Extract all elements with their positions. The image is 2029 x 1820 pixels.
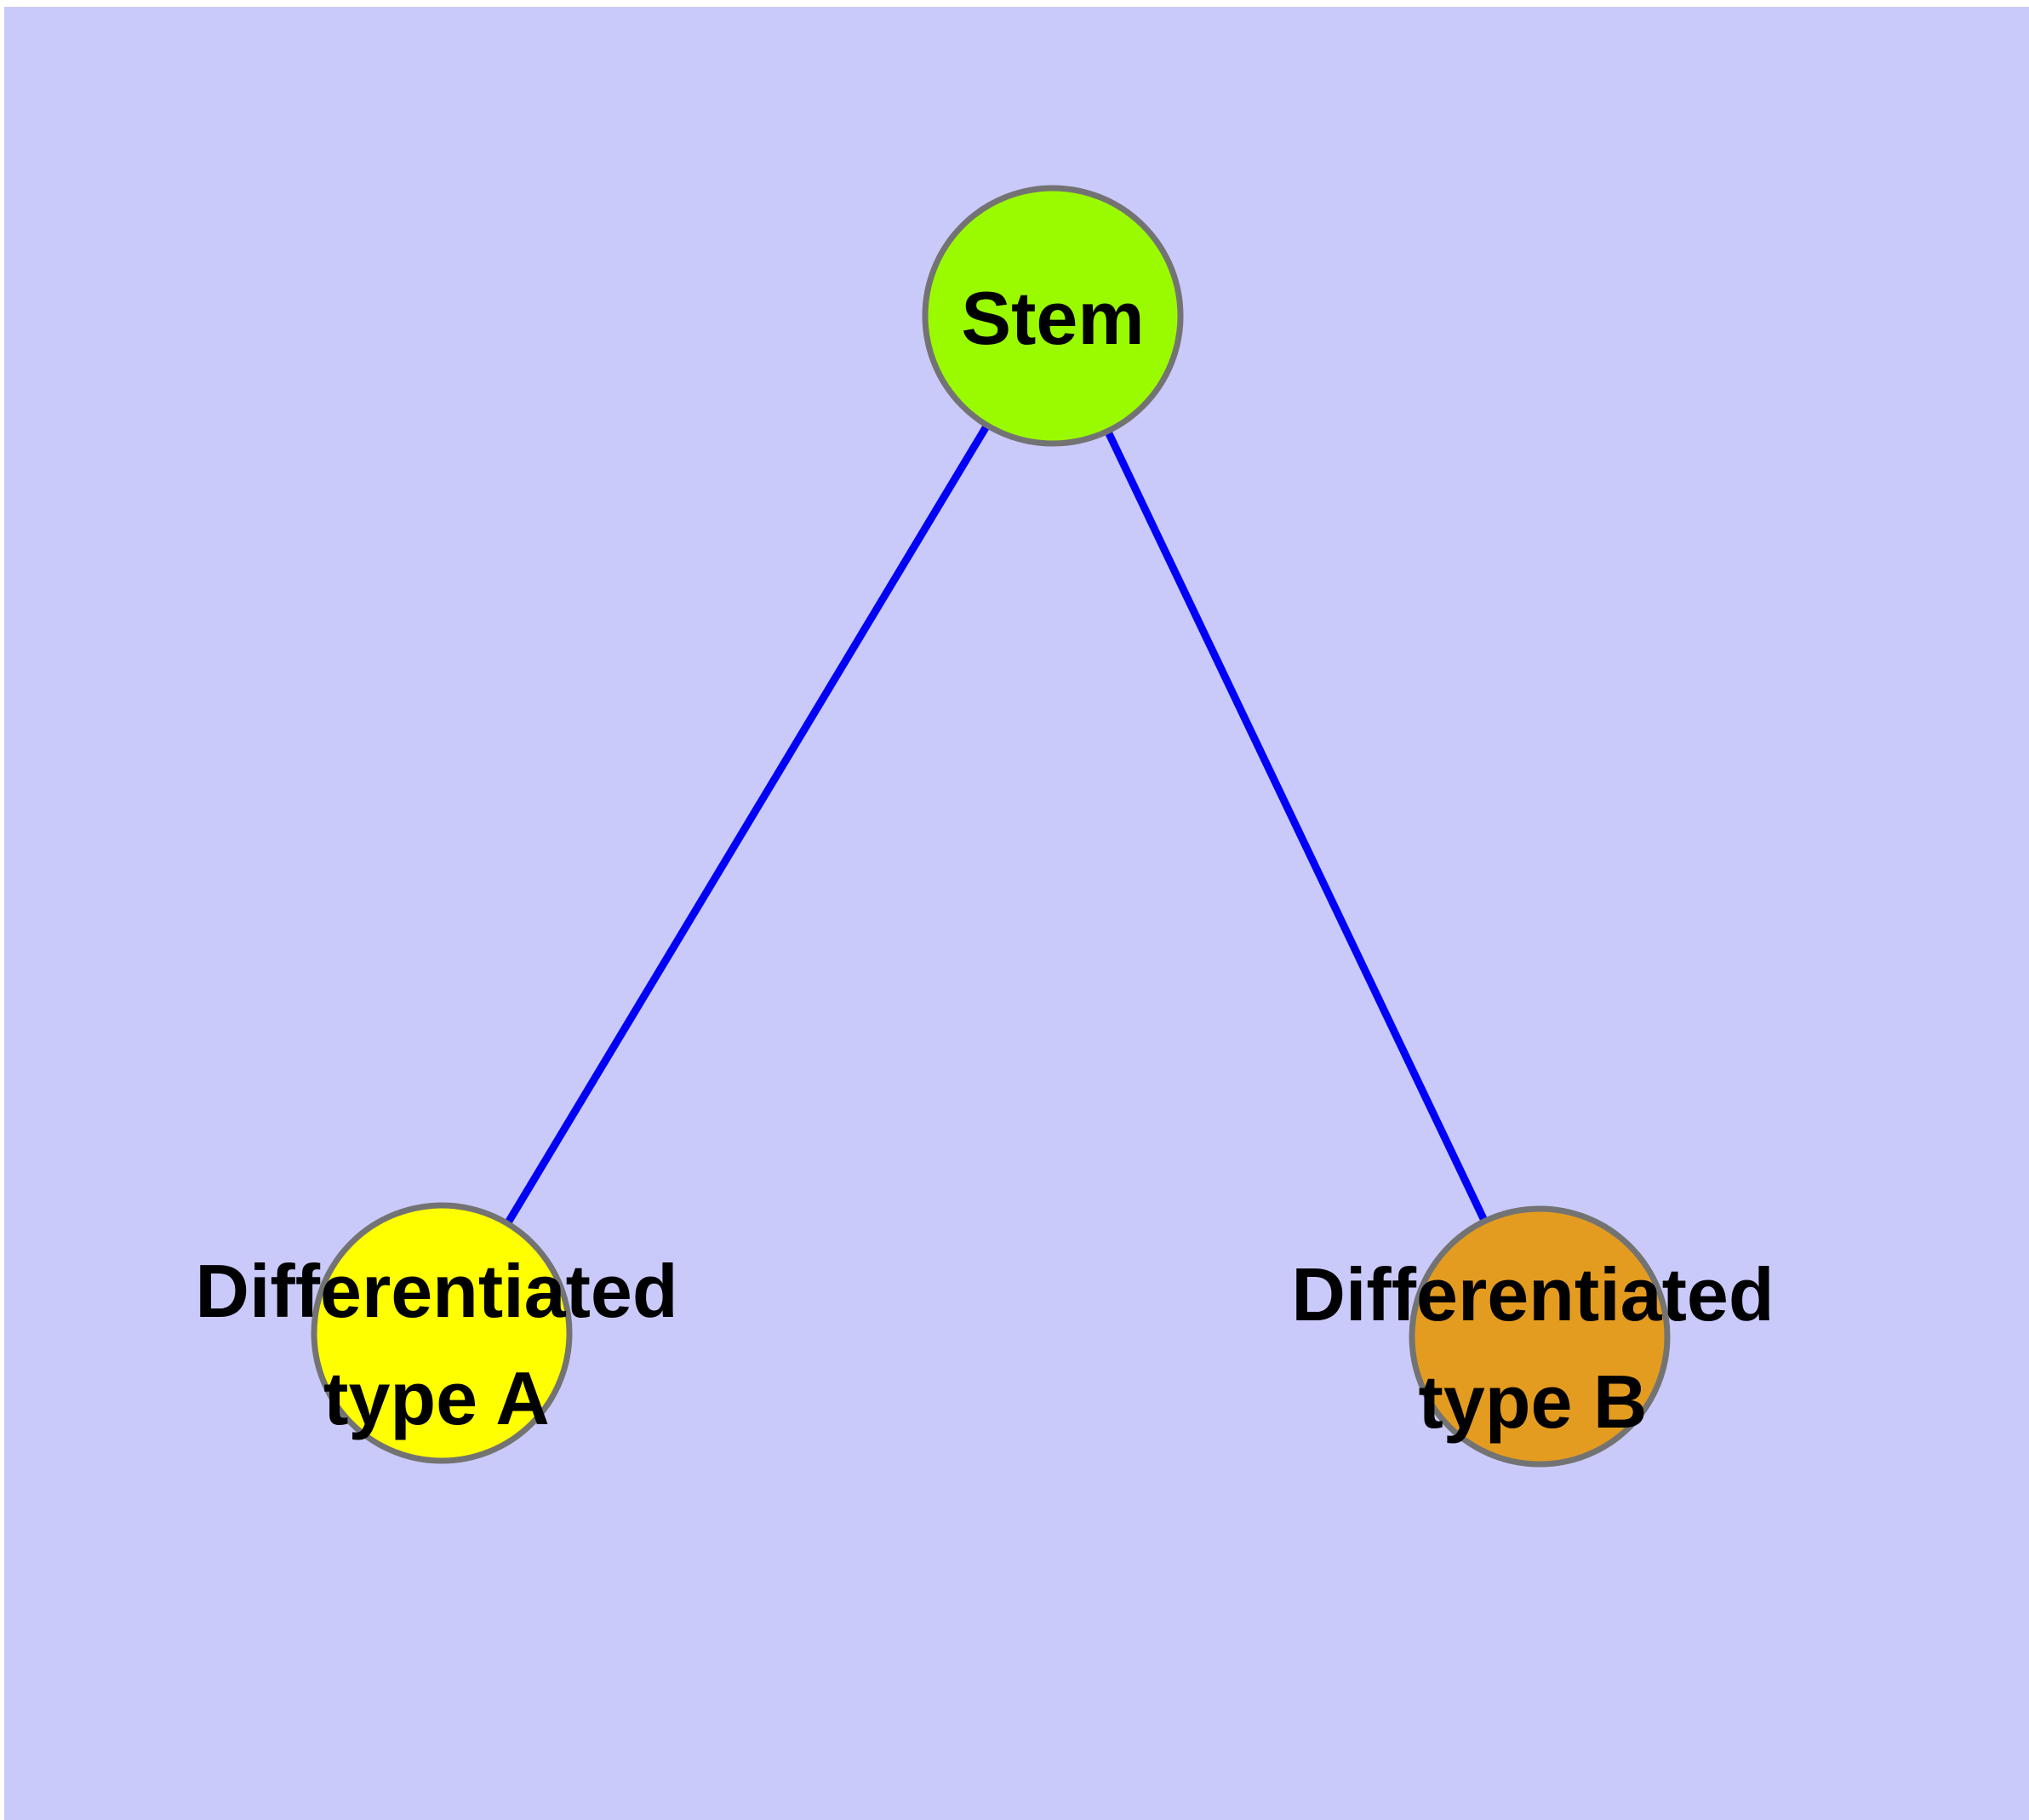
graph-svg — [311, 185, 1671, 1468]
diagram-canvas: Stem Differentiated type A Differentiate… — [4, 7, 2029, 1820]
edge-stem-to-type-b — [1049, 314, 1544, 1338]
node-differentiated-type-b-circle — [1409, 1205, 1671, 1468]
node-differentiated-type-a-circle — [311, 1202, 573, 1464]
edge-stem-to-type-a — [438, 313, 1056, 1336]
node-stem-circle — [922, 185, 1184, 447]
